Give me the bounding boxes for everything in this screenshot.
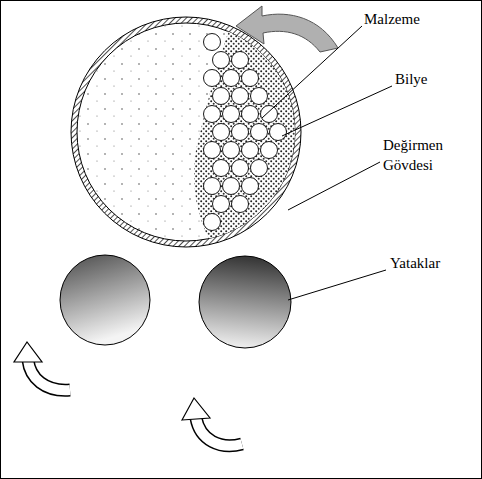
ball [204,178,221,195]
rotation-arrow [236,6,338,52]
ball [223,70,240,87]
ball [270,124,287,141]
ball [232,52,249,69]
roller [199,256,291,348]
roller [60,255,150,345]
part-label: Yataklar [390,254,478,274]
balls [204,34,287,231]
part-label: Malzeme [364,10,474,30]
rotation-arrow [182,398,242,446]
ball [251,124,268,141]
leader-line [288,162,380,210]
ball [204,142,221,159]
part-label: Değirmen Gövdesi [383,136,463,175]
ball [213,196,230,213]
ball [251,160,268,177]
ball [232,88,249,105]
mill-shell [71,17,301,247]
ball [204,214,221,231]
leader-line [282,86,392,136]
ball [223,142,240,159]
leader-line [262,26,362,118]
ball [213,52,230,69]
ball [213,124,230,141]
ball [251,88,268,105]
ball [204,34,221,51]
material-charge [194,22,320,246]
ball [261,142,278,159]
ball [213,160,230,177]
rotation-arrow [14,342,70,390]
ball [232,124,249,141]
ball [242,70,259,87]
ball [242,142,259,159]
ball [232,160,249,177]
ball [242,106,259,123]
ball [242,178,259,195]
ball [223,178,240,195]
ball [223,106,240,123]
ball [232,196,249,213]
ball [261,106,278,123]
leader-line [288,270,386,300]
ball [213,88,230,105]
ball [204,106,221,123]
ball [204,70,221,87]
part-label: Bilye [395,70,475,90]
